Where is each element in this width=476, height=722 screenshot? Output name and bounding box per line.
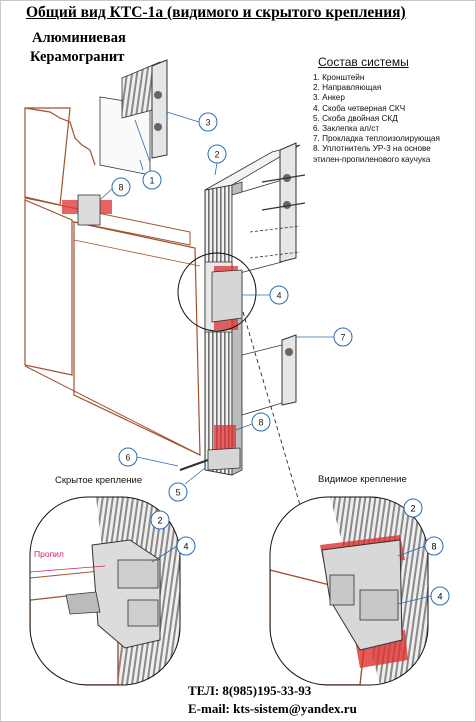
legend-item-thermal-pad: 7. Прокладка теплоизолирующая: [313, 134, 440, 144]
legend-item-bracket: 1. Кронштейн: [313, 73, 365, 82]
callout-pad-7: [333, 327, 353, 347]
callout-label-1: 1: [149, 176, 154, 186]
main-guide-assembly: [177, 142, 306, 506]
visible-fastening-caption: Видимое крепление: [318, 474, 407, 485]
page-title: Общий вид КТС-1а (видимого и скрытого кр…: [26, 4, 406, 21]
legend-title: Состав системы: [318, 55, 409, 69]
legend-item-guide: 2. Направляющая: [313, 83, 382, 93]
contact-email[interactable]: E-mail: kts-sistem@yandex.ru: [188, 701, 357, 716]
callout-label-8c: 8: [431, 542, 436, 552]
callout-label-4c: 4: [437, 592, 442, 602]
subtitle-material: Алюминиевая: [32, 30, 126, 46]
ceramic-panels: [24, 107, 201, 456]
legend-item-quad-clip: 4. Скоба четверная СКЧ: [313, 103, 406, 113]
cut-label: Пропил: [34, 549, 64, 559]
legend-item-seal-cont: этилен-пропиленового каучука: [313, 154, 431, 164]
visible-fastening-detail: 2 8 4: [269, 496, 450, 686]
legend-item-anchor: 3. Анкер: [313, 93, 345, 103]
legend-item-rivet: 6. Заклепка ал/ст: [313, 124, 380, 134]
callout-guide-2a: [207, 144, 227, 164]
callout-label-2c: 2: [410, 504, 415, 514]
callout-bracket-1: [142, 170, 162, 190]
upper-guide-assembly: [62, 59, 168, 226]
subtitle-cladding: Керамогранит: [30, 49, 125, 65]
callout-double-clip-5: [168, 482, 188, 502]
callouts: 3 1 8 2 4 7 8 6 5: [99, 111, 353, 502]
callout-label-5: 5: [175, 488, 180, 498]
contact-phone: ТЕЛ: 8(985)195-33-93: [188, 683, 312, 698]
system-legend: Состав системы 1. Кронштейн 2. Направляю…: [313, 55, 440, 165]
callout-label-7: 7: [340, 333, 345, 343]
callout-clip-4a: [269, 285, 289, 305]
legend-item-seal: 8. Уплотнитель УР-3 на основе: [313, 144, 431, 154]
callout-rivet-6: [118, 447, 138, 467]
callout-anchor-3: [198, 112, 218, 132]
callout-label-8a: 8: [118, 183, 123, 193]
callout-label-2b: 2: [157, 516, 162, 526]
legend-item-double-clip: 5. Скоба двойная СКД: [313, 113, 398, 123]
callout-label-8b: 8: [258, 418, 263, 428]
callout-label-4a: 4: [276, 291, 281, 301]
hidden-fastening-caption: Скрытое крепление: [55, 475, 143, 486]
callout-label-4b: 4: [183, 542, 188, 552]
callout-seal-8b: [251, 412, 271, 432]
hidden-fastening-detail: 4 2: [29, 496, 196, 686]
callout-label-6: 6: [125, 453, 130, 463]
callout-seal-8a: [111, 177, 131, 197]
callout-label-3: 3: [205, 118, 210, 128]
callout-label-2a: 2: [214, 150, 219, 160]
